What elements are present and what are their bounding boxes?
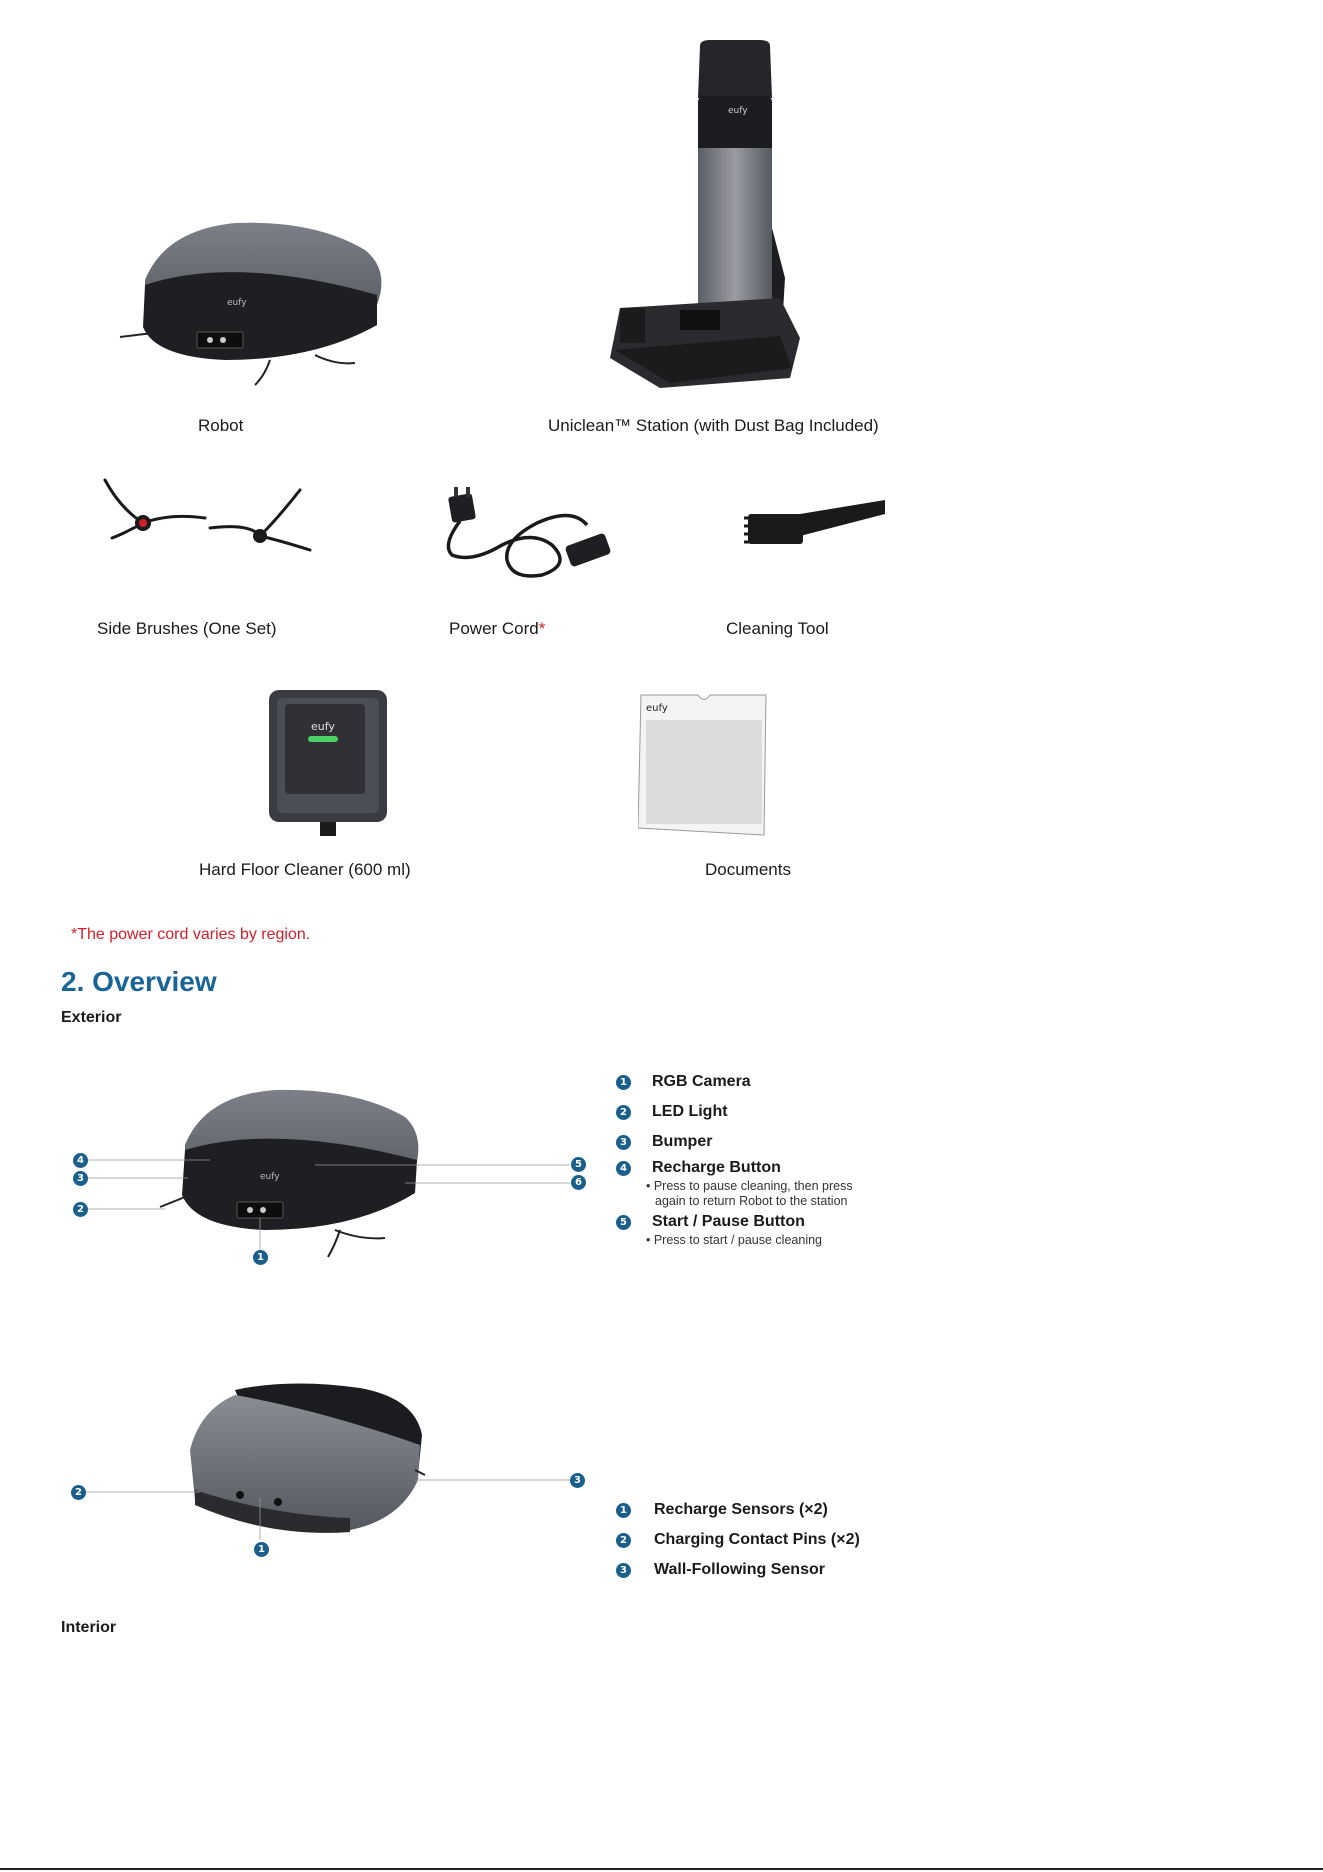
robot-top-logo: eufy: [260, 1172, 280, 1182]
rear-legend-num-2: 2: [616, 1533, 631, 1548]
section-title: 2. Overview: [61, 966, 217, 997]
robot-logo: eufy: [227, 298, 247, 308]
callout-2: 2: [73, 1202, 88, 1217]
legend-label-rgb-camera: RGB Camera: [652, 1073, 751, 1090]
legend-num-2: 2: [616, 1105, 631, 1120]
legend-label-start-pause-button: Start / Pause Button: [652, 1213, 805, 1230]
station-caption: Uniclean™ Station (with Dust Bag Include…: [548, 416, 879, 435]
cleaning-tool-image: [744, 500, 885, 544]
page-bottom-rule: [0, 1868, 1323, 1870]
legend-num-5: 5: [616, 1215, 631, 1230]
documents-caption: Documents: [705, 860, 791, 879]
legend-num-4: 4: [616, 1161, 631, 1176]
hard-floor-cleaner-caption: Hard Floor Cleaner (600 ml): [199, 860, 411, 879]
power-cord-label: Power Cord: [449, 619, 539, 638]
recharge-note-line2: again to return Robot to the station: [655, 1194, 848, 1208]
start-note: • Press to start / pause cleaning: [646, 1233, 822, 1247]
power-cord-note: *The power cord varies by region.: [71, 926, 311, 943]
legend-num-1: 1: [616, 1075, 631, 1090]
power-cord-mark: *: [538, 619, 546, 638]
callout-5: 5: [571, 1157, 586, 1172]
rear-legend-label-recharge-sensors: Recharge Sensors (×2): [654, 1501, 828, 1518]
callout-6: 6: [571, 1175, 586, 1190]
rear-legend-label-wall-following-sensor: Wall-Following Sensor: [654, 1561, 825, 1578]
hard-floor-cleaner-logo: eufy: [311, 720, 335, 733]
rear-legend-num-1: 1: [616, 1503, 631, 1518]
rear-callout-2: 2: [71, 1485, 86, 1500]
station-logo: eufy: [728, 106, 748, 116]
callout-3: 3: [73, 1171, 88, 1186]
power-cord-image: [446, 487, 611, 578]
legend-label-bumper: Bumper: [652, 1133, 713, 1150]
documents-image: eufy: [638, 694, 767, 836]
interior-heading: Interior: [61, 1619, 117, 1636]
callout-1: 1: [253, 1250, 268, 1265]
cleaning-tool-caption: Cleaning Tool: [726, 619, 829, 638]
callout-4: 4: [73, 1153, 88, 1168]
power-cord-caption: Power Cord*: [449, 619, 545, 639]
rear-callout-3: 3: [570, 1473, 585, 1488]
legend-label-recharge-button: Recharge Button: [652, 1159, 781, 1176]
rear-legend-num-3: 3: [616, 1563, 631, 1578]
station-image: eufy: [610, 40, 800, 388]
robot-image: eufy: [119, 222, 382, 386]
robot-caption: Robot: [198, 416, 244, 435]
exterior-heading: Exterior: [61, 1009, 122, 1026]
robot-rear-view-image: [80, 1383, 570, 1540]
robot-top-view-image: eufy: [80, 1089, 570, 1258]
legend-label-led-light: LED Light: [652, 1103, 728, 1120]
rear-legend-label-charging-contact-pins: Charging Contact Pins (×2): [654, 1531, 860, 1548]
side-brushes-image: [103, 478, 312, 552]
documents-logo: eufy: [646, 703, 668, 714]
recharge-note-line1: • Press to pause cleaning, then press: [646, 1179, 853, 1193]
hard-floor-cleaner-image: eufy: [269, 690, 387, 836]
rear-callout-1: 1: [254, 1542, 269, 1557]
legend-num-3: 3: [616, 1135, 631, 1150]
side-brushes-caption: Side Brushes (One Set): [97, 619, 277, 638]
